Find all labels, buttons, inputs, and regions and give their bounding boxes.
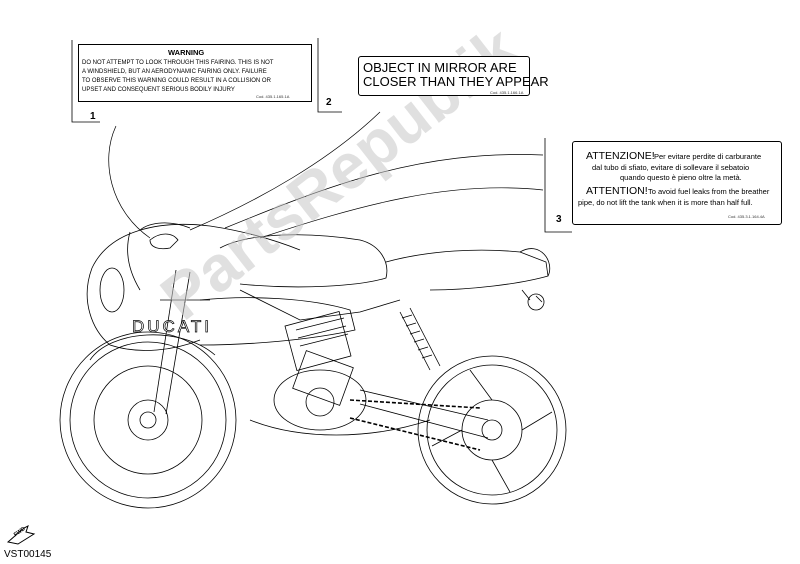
fairing-brand: DUCATI (132, 317, 213, 336)
mirror-code: Cod. 435.1.166.1A (490, 90, 524, 95)
fuel-en-line-2: pipe, do not lift the tank when it is mo… (578, 198, 753, 207)
mirror-line-2: CLOSER THAN THEY APPEAR (363, 74, 549, 89)
fuel-code: Cod. 435.3.1.164.4A (728, 214, 765, 219)
leader-lines (108, 111, 544, 239)
fuel-it-line-3: quando questo è pieno oltre la metà. (620, 173, 742, 182)
drawing-code: VST00145 (4, 549, 52, 560)
fuel-label (572, 141, 782, 225)
callout-number-1: 1 (90, 111, 96, 122)
warning-title: WARNING (168, 48, 205, 57)
mirror-line-1: OBJECT IN MIRROR ARE (363, 60, 517, 75)
warning-line-1: DO NOT ATTEMPT TO LOOK THROUGH THIS FAIR… (82, 60, 274, 66)
fuel-it-head: ATTENZIONE! (586, 150, 655, 162)
mirror-label (358, 56, 530, 96)
fwd-arrow-icon (6, 525, 36, 545)
fuel-en-line-1: To avoid fuel leaks from the breather (648, 187, 770, 196)
warning-code: Cod. 435.1.165.1A (256, 94, 290, 99)
callout-number-3: 3 (556, 214, 562, 225)
fuel-it-line-1: Per evitare perdite di carburante (654, 152, 762, 161)
warning-line-2: A WINDSHIELD, BUT AN AERODYNAMIC FAIRING… (82, 69, 267, 75)
fuel-it-line-2: dal tubo di sfiato, evitare di sollevare… (592, 163, 750, 172)
callout-frames (71, 38, 572, 233)
motorcycle-outline (59, 222, 567, 509)
callout-number-2: 2 (326, 97, 332, 108)
warning-label (78, 44, 312, 102)
warning-line-4: UPSET AND CONSEQUENT SERIOUS BODILY INJU… (82, 87, 235, 93)
warning-line-3: TO OBSERVE THIS WARNING COULD RESULT IN … (82, 78, 271, 84)
fuel-en-head: ATTENTION! (586, 185, 648, 197)
